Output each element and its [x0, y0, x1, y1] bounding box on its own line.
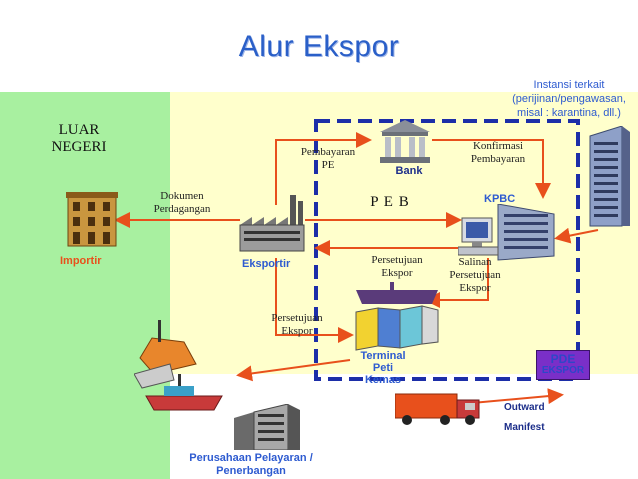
konfirmasi-label: Konfirmasi Pembayaran — [462, 140, 534, 166]
page-title: Alur Ekspor — [238, 30, 400, 63]
konfirmasi-line2: Pembayaran — [470, 153, 526, 165]
eksportir-factory-icon — [239, 195, 305, 252]
kpbc-office-icon — [458, 204, 555, 261]
terminal-line2: Peti — [372, 362, 394, 374]
dokumen-line1: Dokumen — [160, 190, 204, 202]
bank-label: Bank — [395, 165, 423, 177]
instansi-line1: Instansi terkait — [533, 79, 605, 91]
persetujuan-ekspor-2-label: Persetujuan Ekspor — [264, 312, 330, 338]
perusahaan-label: Perusahaan Pelayaran / Penerbangan — [166, 452, 336, 478]
importir-label: Importir — [60, 255, 102, 267]
pembayaran-line1: Pembayaran — [300, 146, 356, 158]
terminal-line1: Terminal — [360, 350, 406, 362]
terminal-label: Terminal Peti Kemas — [356, 350, 410, 386]
arrow-salinan — [424, 258, 489, 308]
instansi-line2: (perijinan/pengawasan, — [512, 93, 626, 105]
arrow-terminal-kapal — [236, 359, 351, 382]
outward-manifest-label: Outward Manifest — [504, 398, 545, 438]
terminal-line3: Kemas — [364, 374, 402, 386]
instansi-terkait-label: Instansi terkait (perijinan/pengawasan, … — [494, 78, 638, 120]
outward-line2: Manifest — [504, 422, 545, 433]
dokumen-line2: Perdagangan — [153, 203, 211, 215]
persetujuan2-line2: Ekspor — [281, 325, 313, 337]
outward-line1: Outward — [504, 402, 545, 413]
instansi-building-icon — [589, 126, 630, 227]
persetujuan-ekspor-label: Persetujuan Ekspor — [364, 254, 430, 280]
salinan-label: Salinan Persetujuan Ekspor — [442, 256, 508, 295]
luar-line1: LUAR — [58, 122, 100, 138]
terminal-containers-icon — [355, 282, 439, 351]
peb-label: P E B — [370, 194, 410, 210]
persetujuan2-line1: Persetujuan — [271, 312, 323, 324]
konfirmasi-line1: Konfirmasi — [472, 140, 524, 152]
pde-line1: PDE — [550, 352, 576, 366]
ship-icon — [134, 320, 223, 411]
arrow-pembayaran-pe — [275, 132, 372, 205]
dokumen-label: Dokumen Perdagangan — [142, 190, 222, 216]
perusahaan-line2: Penerbangan — [216, 465, 286, 477]
eksportir-label: Eksportir — [242, 258, 291, 270]
kpbc-label: KPBC — [484, 193, 516, 205]
perusahaan-line1: Perusahaan Pelayaran / — [189, 452, 313, 464]
arrow-eksportir-terminal — [275, 258, 354, 343]
persetujuan1-line1: Persetujuan — [371, 254, 423, 266]
arrow-konfirmasi-pembayaran — [432, 139, 551, 199]
salinan-line1: Salinan — [458, 256, 492, 268]
salinan-line2: Persetujuan — [449, 269, 501, 281]
persetujuan1-line2: Ekspor — [381, 267, 413, 279]
instansi-line3: misal : karantina, dll.) — [517, 107, 621, 119]
pembayaran-pe-label: Pembayaran PE — [297, 146, 359, 172]
perusahaan-building-icon — [234, 404, 300, 450]
pde-line2: EKSPOR — [541, 365, 585, 376]
truck-icon — [395, 393, 480, 425]
luar-negeri-zone — [0, 92, 170, 479]
luar-line2: NEGERI — [51, 139, 107, 155]
pde-ekspor-box: PDE EKSPOR — [536, 350, 590, 380]
arrow-instansi — [554, 227, 599, 244]
salinan-line3: Ekspor — [459, 282, 491, 294]
luar-negeri-label: LUAR NEGERI — [44, 122, 114, 156]
importir-building-icon — [66, 192, 118, 247]
pembayaran-line2: PE — [321, 159, 335, 171]
bank-icon — [380, 120, 430, 163]
